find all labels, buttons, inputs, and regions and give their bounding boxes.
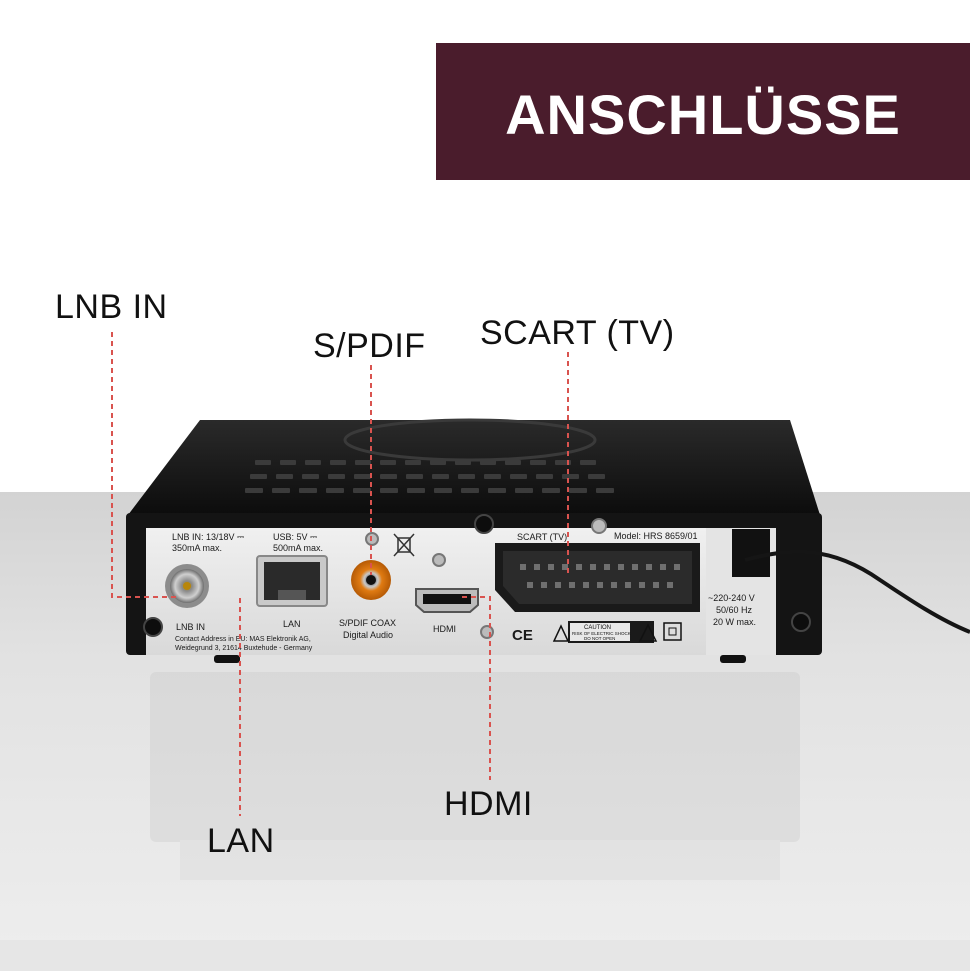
scart-port — [495, 543, 700, 612]
usb-spec-line2: 500mA max. — [273, 543, 323, 553]
caution-line2: DO NOT OPEN — [584, 636, 615, 641]
power-line2: 50/60 Hz — [716, 605, 753, 615]
power-line1: ~220-240 V — [708, 593, 755, 603]
contact-line1: Contact Address in EU: MAS Elektronik AG… — [175, 636, 311, 643]
device-labels: LNB IN: 13/18V ⎓ 350mA max. USB: 5V ⎓ 50… — [172, 531, 756, 652]
hdmi-leader-line — [462, 596, 491, 780]
power-line3: 20 W max. — [713, 617, 756, 627]
callout-spdif: S/PDIF — [313, 327, 426, 365]
lnb-leader-line — [111, 332, 180, 598]
model-label: Model: HRS 8659/01 — [614, 531, 698, 541]
power-socket — [732, 529, 770, 577]
spdif-port-label: S/PDIF COAX — [339, 618, 396, 628]
compliance-marks — [552, 621, 682, 643]
lan-port-label: LAN — [283, 619, 301, 629]
hdmi-port-label: HDMI — [433, 624, 456, 634]
scart-port-label: SCART (TV) — [517, 532, 567, 542]
contact-line2: Weidegrund 3, 21614 Buxtehude - Germany — [175, 645, 313, 652]
vent-grille — [245, 460, 614, 493]
callout-lnb-in: LNB IN — [55, 288, 168, 326]
device-top — [128, 420, 820, 515]
hdmi-port — [415, 588, 479, 613]
spdif-port-sublabel: Digital Audio — [343, 630, 393, 640]
device-feet — [214, 655, 746, 663]
callout-hdmi: HDMI — [444, 785, 533, 823]
lnb-port-label: LNB IN — [176, 622, 205, 632]
callout-lines — [111, 332, 569, 816]
usb-spec-line1: USB: 5V ⎓ — [273, 532, 317, 542]
ce-mark: CE — [512, 627, 533, 644]
device-reflection — [150, 672, 800, 880]
banner-title: ANSCHLÜSSE — [505, 83, 901, 146]
power-cable — [744, 549, 970, 634]
lan-port — [256, 555, 328, 607]
caution-title: CAUTION — [584, 625, 611, 631]
lnb-connector — [165, 564, 209, 608]
table-edge — [0, 940, 970, 971]
title-banner — [436, 43, 970, 180]
spdif-connector — [351, 560, 391, 600]
lnb-spec-line1: LNB IN: 13/18V ⎓ — [172, 532, 244, 542]
caution-line1: RISK OF ELECTRIC SHOCK — [572, 631, 631, 636]
callout-scart: SCART (TV) — [480, 314, 675, 352]
weee-bin-icon — [393, 533, 415, 557]
callout-lan: LAN — [207, 822, 275, 860]
lnb-spec-line2: 350mA max. — [172, 543, 222, 553]
